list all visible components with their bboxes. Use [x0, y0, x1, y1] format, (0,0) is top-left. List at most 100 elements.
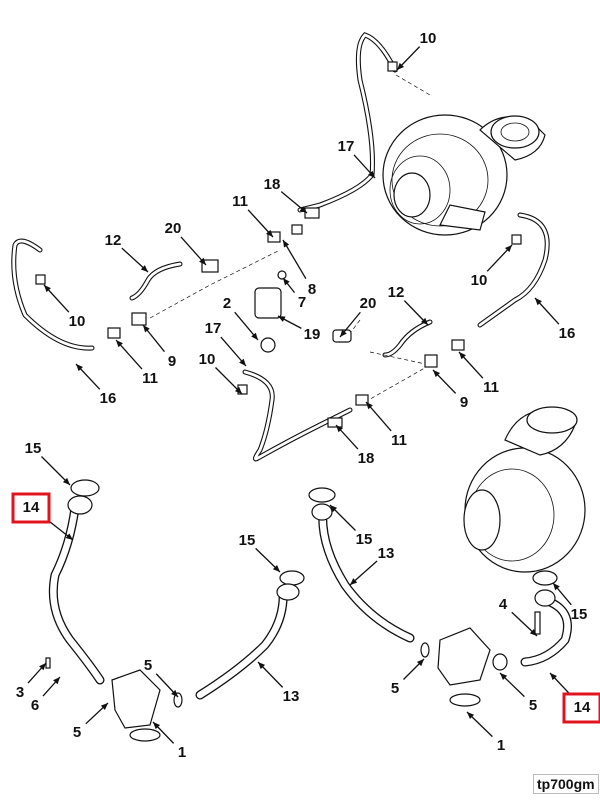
callout-10: 10 [199, 351, 243, 395]
callout-7: 7 [282, 277, 306, 311]
arrowhead-icon [529, 629, 537, 636]
callout-15: 15 [329, 504, 373, 548]
arrowhead-icon [65, 533, 73, 540]
callout-15: 15 [25, 440, 71, 486]
arrowhead-icon [239, 358, 246, 366]
arrowhead-icon [116, 340, 123, 348]
arrowhead-icon [251, 332, 258, 340]
callout-1: 1 [152, 721, 186, 761]
callout-number: 3 [16, 684, 24, 701]
callout-number: 1 [497, 737, 505, 754]
callout-number: 15 [356, 531, 373, 548]
callout-number: 7 [298, 294, 306, 311]
callout-number: 18 [264, 176, 281, 193]
arrowhead-icon [283, 240, 290, 248]
callout-number: 10 [471, 272, 488, 289]
highlight-box [562, 692, 600, 724]
arrowhead-icon [368, 170, 375, 178]
callout-5: 5 [499, 672, 537, 714]
arrowhead-icon [467, 712, 475, 720]
arrowhead-icon [153, 722, 161, 730]
callout-14: 14 [549, 672, 600, 724]
callout-16: 16 [534, 297, 576, 342]
arrowhead-icon [44, 285, 51, 293]
arrowhead-icon [266, 229, 273, 237]
callout-16: 16 [75, 363, 117, 407]
arrowhead-icon [340, 329, 347, 337]
callout-number: 10 [69, 313, 86, 330]
upper-turbocharger [382, 114, 546, 236]
arrowhead-icon [420, 317, 428, 325]
callout-number: 10 [199, 351, 216, 368]
callout-number: 20 [360, 295, 377, 312]
arrowhead-icon [39, 663, 46, 671]
callout-number: 18 [358, 450, 375, 467]
callout-12: 12 [105, 232, 149, 273]
callout-number: 19 [304, 326, 321, 343]
arrowhead-icon [283, 278, 290, 286]
callout-number: 13 [378, 545, 395, 562]
arrowhead-icon [62, 477, 70, 485]
arrowhead-icon [535, 298, 542, 306]
arrowhead-icon [433, 370, 441, 378]
arrowhead-icon [272, 564, 280, 572]
callout-2: 2 [223, 295, 259, 341]
arrowhead-icon [330, 505, 338, 513]
callout-18: 18 [264, 176, 308, 214]
fittings [35, 61, 522, 428]
callout-number: 13 [283, 688, 300, 705]
callout-8: 8 [282, 239, 316, 298]
callout-number: 20 [165, 220, 182, 237]
callout-number: 5 [144, 657, 152, 674]
callout-17: 17 [338, 138, 376, 179]
callout-number: 12 [105, 232, 122, 249]
arrowhead-icon [278, 316, 286, 322]
arrowhead-icon [76, 364, 83, 372]
callout-number: 6 [31, 697, 39, 714]
callout-number: 14 [23, 499, 40, 516]
arrowhead-icon [234, 386, 242, 394]
callout-number: 12 [388, 284, 405, 301]
callout-12: 12 [388, 284, 429, 326]
arrowhead-icon [258, 662, 266, 670]
callout-3: 3 [16, 662, 47, 701]
arrowhead-icon [366, 402, 373, 410]
callout-9: 9 [432, 369, 468, 411]
callout-number: 16 [100, 390, 117, 407]
callout-number: 17 [338, 138, 355, 155]
lower-turbocharger [463, 406, 586, 573]
callout-number: 10 [420, 30, 437, 47]
arrowhead-icon [500, 673, 508, 681]
callout-number: 11 [142, 370, 158, 387]
gaskets-and-blocks [45, 479, 558, 742]
arrowhead-icon [350, 578, 358, 585]
callout-10: 10 [43, 284, 86, 330]
callout-number: 14 [574, 699, 591, 716]
arrowhead-icon [143, 325, 150, 333]
callout-number: 1 [178, 744, 186, 761]
callout-number: 8 [308, 281, 316, 298]
arrowhead-icon [171, 689, 178, 697]
arrowhead-icon [140, 265, 148, 272]
callout-number: 15 [571, 606, 588, 623]
callout-number: 9 [460, 394, 468, 411]
callout-13: 13 [349, 545, 395, 586]
callout-19: 19 [277, 315, 321, 343]
arrowhead-icon [459, 352, 466, 360]
callout-number: 11 [232, 193, 248, 210]
callout-11: 11 [115, 339, 158, 387]
callout-number: 2 [223, 295, 231, 312]
callout-11: 11 [458, 351, 499, 396]
highlight-box [11, 492, 51, 524]
arrowhead-icon [53, 677, 60, 685]
arrowhead-icon [397, 62, 405, 70]
callout-number: 16 [559, 325, 576, 342]
arrowhead-icon [199, 257, 206, 265]
callout-20: 20 [165, 220, 207, 266]
callout-11: 11 [365, 401, 407, 449]
leader-line [282, 239, 307, 280]
callout-13: 13 [257, 661, 300, 705]
callout-15: 15 [239, 532, 281, 573]
